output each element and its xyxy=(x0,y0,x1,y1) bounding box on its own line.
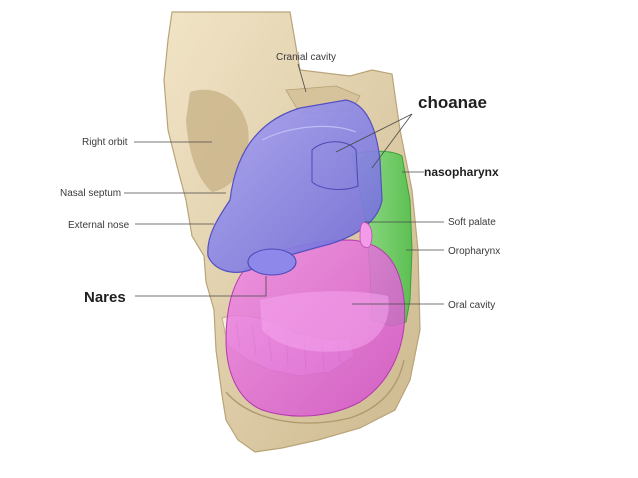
leader-lines xyxy=(124,63,444,305)
label-nares: Nares xyxy=(84,289,126,306)
label-soft-palate: Soft palate xyxy=(448,217,496,228)
label-choanae: choanae xyxy=(418,93,487,112)
nasal-cavity-region xyxy=(207,99,383,273)
label-nasal-septum: Nasal septum xyxy=(60,188,121,199)
label-nasopharynx: nasopharynx xyxy=(424,165,499,179)
label-cranial-cavity: Cranial cavity xyxy=(276,52,336,63)
label-external-nose: External nose xyxy=(68,220,130,231)
label-oral-cavity: Oral cavity xyxy=(448,300,495,311)
label-right-orbit: Right orbit xyxy=(82,137,128,148)
label-oropharynx: Oropharynx xyxy=(448,246,500,257)
